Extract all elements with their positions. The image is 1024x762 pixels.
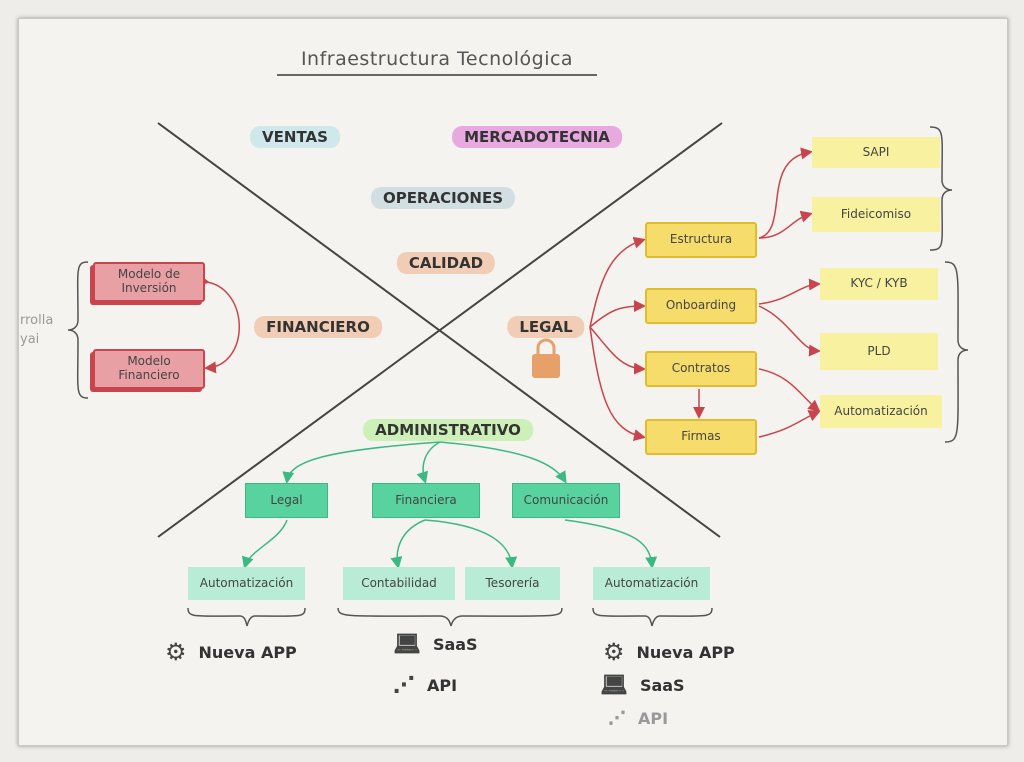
item-label: API (638, 709, 669, 728)
side-text: rrolla (20, 313, 54, 328)
node-tesoreria: Tesorería (465, 567, 560, 600)
item-label: API (427, 676, 458, 695)
green-arrows (241, 441, 658, 569)
node-admin-financiera: Financiera (372, 483, 480, 518)
braces (67, 126, 969, 627)
node-pld: PLD (820, 333, 938, 370)
gear-icon: ⚙ (603, 638, 625, 666)
bottom-item-saas-2: 💻︎ SaaS (600, 673, 685, 698)
bottom-item-saas: 💻︎ SaaS (393, 632, 478, 657)
node-estructura: Estructura (645, 222, 757, 258)
node-modelo-financiero: Modelo Financiero (93, 349, 205, 389)
category-operaciones: OPERACIONES (370, 187, 516, 209)
node-modelo-inversion: Modelo de Inversión (93, 262, 205, 302)
node-onboarding: Onboarding (645, 288, 757, 324)
node-admin-comunicacion: Comunicación (512, 483, 620, 518)
side-text: yai (20, 332, 40, 347)
network-icon: ⋰ (608, 708, 626, 729)
bottom-item-nueva-app-2: ⚙ Nueva APP (603, 638, 735, 666)
bottom-item-api-2: ⋰ API (608, 708, 668, 729)
item-label: SaaS (639, 676, 685, 695)
laptop-icon: 💻︎ (393, 632, 421, 657)
node-firmas: Firmas (645, 419, 757, 455)
node-automatizacion-2: Automatización (593, 567, 710, 600)
node-sapi: SAPI (812, 137, 940, 168)
x-cross-lines (157, 122, 723, 538)
node-kyc-kyb: KYC / KYB (820, 268, 938, 300)
node-automatizacion-legal: Automatización (820, 395, 942, 428)
node-admin-legal: Legal (245, 483, 328, 518)
category-calidad: CALIDAD (396, 252, 496, 274)
network-icon: ⋰ (393, 673, 415, 698)
node-contabilidad: Contabilidad (343, 567, 455, 600)
red-arrows (197, 147, 821, 441)
item-label: SaaS (432, 635, 478, 654)
category-ventas: VENTAS (250, 126, 340, 148)
page-title: Infraestructura Tecnológica (277, 48, 597, 76)
node-contratos: Contratos (645, 351, 757, 387)
item-label: Nueva APP (198, 642, 297, 662)
node-fideicomiso: Fideicomiso (812, 197, 940, 232)
category-administrativo: ADMINISTRATIVO (363, 419, 533, 441)
node-automatizacion-1: Automatización (188, 567, 305, 600)
bottom-item-nueva-app: ⚙ Nueva APP (165, 638, 297, 666)
item-label: Nueva APP (636, 642, 735, 662)
bottom-item-api: ⋰ API (393, 673, 457, 698)
category-mercadotecnia: MERCADOTECNIA (452, 126, 622, 148)
category-legal: LEGAL (507, 316, 585, 338)
gear-icon: ⚙ (165, 638, 187, 666)
category-financiero: FINANCIERO (254, 316, 382, 338)
laptop-icon: 💻︎ (600, 673, 628, 698)
